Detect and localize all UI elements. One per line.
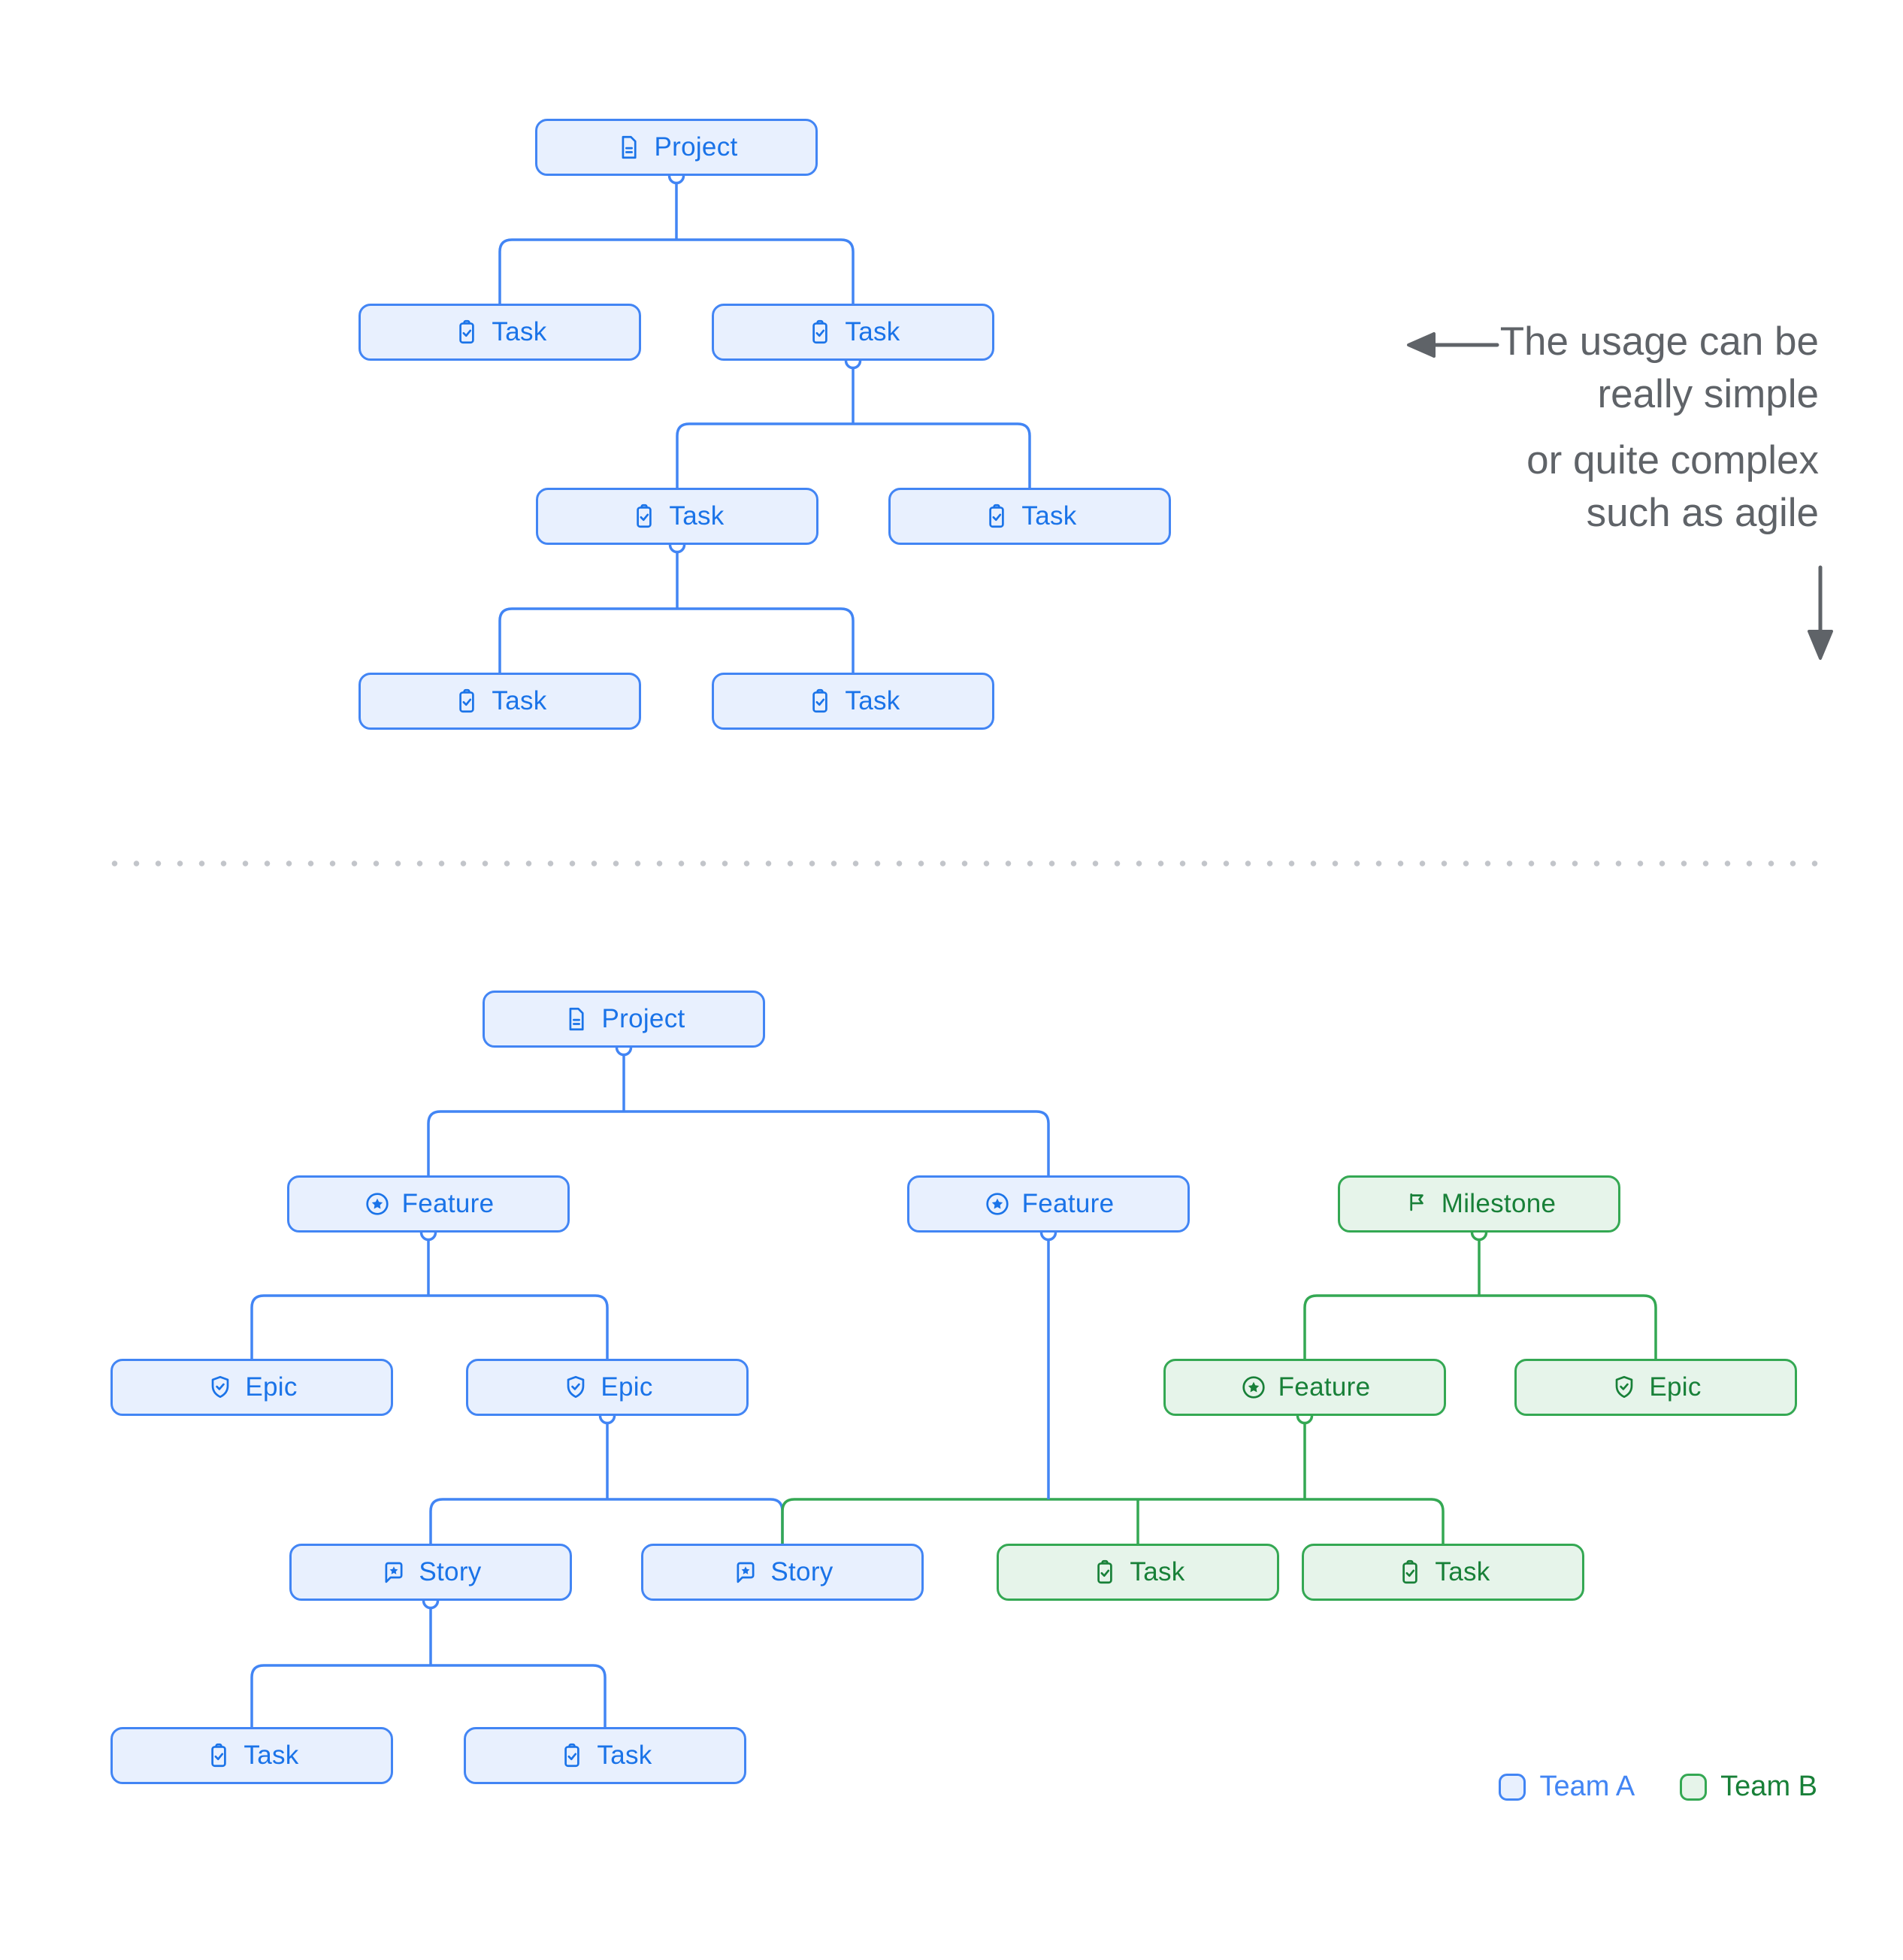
node-label: Story [770,1557,834,1586]
node-label: Task [244,1741,299,1770]
annotation: The usage can be really simple or quite … [1500,316,1819,553]
task-icon [1091,1558,1119,1586]
node-label: Task [1435,1557,1490,1586]
node-label: Task [1130,1557,1185,1586]
node-task: Task [888,488,1171,545]
annotation-block-complex: or quite complex such as agile [1500,434,1819,540]
annotation-line: really simple [1597,372,1819,416]
node-feature: Feature [287,1175,570,1233]
annotation-block-simple: The usage can be really simple [1500,316,1819,421]
node-story: Story [289,1544,572,1601]
story-icon [731,1558,760,1586]
down-arrow-icon [1808,565,1833,660]
node-milestone: Milestone [1338,1175,1620,1233]
node-label: Task [669,501,725,531]
node-label: Task [597,1741,652,1770]
node-label: Epic [601,1372,653,1402]
legend-item-team-b: Team B [1680,1771,1817,1803]
node-label: Task [492,686,547,715]
task-icon [558,1741,586,1770]
legend-item-team-a: Team A [1499,1771,1635,1803]
node-task: Task [712,304,994,361]
node-feature: Feature [1163,1359,1446,1416]
node-label: Milestone [1441,1189,1557,1218]
node-story: Story [641,1544,924,1601]
feature-icon [1239,1373,1268,1402]
node-label: Feature [401,1189,495,1218]
node-label: Task [1021,501,1077,531]
team-b-swatch-icon [1680,1773,1708,1801]
feature-icon [983,1190,1012,1218]
task-icon [204,1741,233,1770]
node-label: Task [492,317,547,346]
node-feature: Feature [907,1175,1190,1233]
node-task: Task [464,1727,746,1784]
task-icon [806,687,834,715]
node-task: Task [712,673,994,730]
task-icon [630,502,658,531]
node-label: Story [419,1557,482,1586]
feature-icon [363,1190,392,1218]
node-label: Feature [1021,1189,1115,1218]
node-label: Epic [1649,1372,1702,1402]
task-icon [1396,1558,1424,1586]
node-task: Task [110,1727,393,1784]
node-task: Task [536,488,818,545]
project-icon [615,133,643,162]
node-label: Epic [245,1372,298,1402]
node-project: Project [483,991,765,1048]
node-label: Task [845,317,900,346]
task-icon [452,318,481,346]
legend-label-team-a: Team A [1539,1771,1635,1802]
node-label: Project [654,132,738,162]
team-a-swatch-icon [1499,1773,1526,1801]
annotation-line: such as agile [1586,491,1819,535]
node-epic: Epic [466,1359,749,1416]
task-icon [806,318,834,346]
node-epic: Epic [110,1359,393,1416]
legend: Team A Team B [1499,1771,1817,1803]
node-task: Task [997,1544,1279,1601]
node-label: Project [601,1004,685,1033]
node-task: Task [359,304,641,361]
node-label: Feature [1278,1372,1371,1402]
task-icon [982,502,1011,531]
node-task: Task [359,673,641,730]
milestone-icon [1402,1190,1431,1218]
node-project: Project [535,119,818,176]
dotted-divider [104,860,1822,867]
epic-icon [561,1373,590,1402]
left-arrow-icon [1407,332,1499,358]
story-icon [380,1558,408,1586]
task-icon [452,687,481,715]
node-label: Task [845,686,900,715]
epic-icon [1610,1373,1638,1402]
legend-label-team-b: Team B [1720,1771,1817,1802]
epic-icon [206,1373,234,1402]
project-icon [562,1005,591,1033]
annotation-line: The usage can be [1499,319,1819,364]
node-epic: Epic [1514,1359,1797,1416]
annotation-line: or quite complex [1526,438,1819,482]
node-task: Task [1302,1544,1584,1601]
